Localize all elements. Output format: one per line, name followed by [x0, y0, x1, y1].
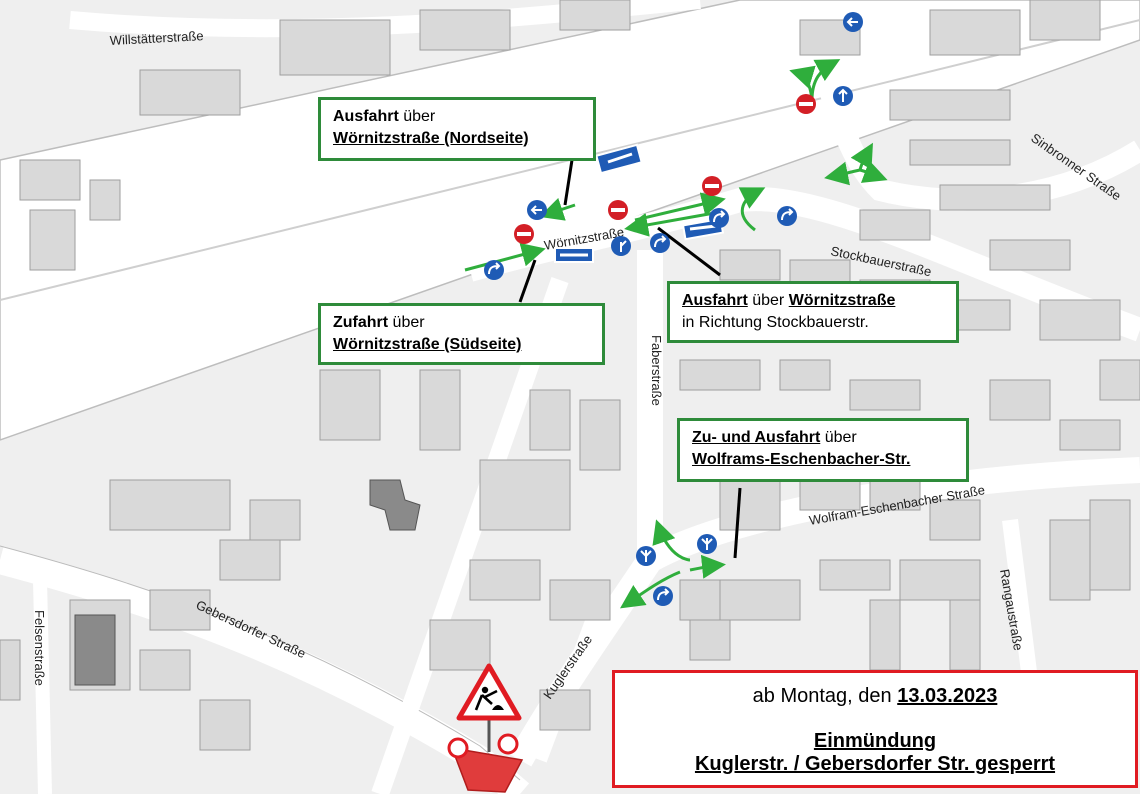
- callout-entry-south: Zufahrt über Wörnitzstraße (Südseite): [318, 303, 605, 365]
- road-kugler: [533, 597, 607, 763]
- mandatory-direction-sign-icon: [636, 546, 656, 566]
- road-gebersdorfer: [0, 546, 530, 794]
- mandatory-direction-sign-icon: [697, 534, 717, 554]
- mandatory-direction-sign-icon: [833, 86, 853, 106]
- notice-date-prefix: ab Montag, den: [752, 685, 898, 707]
- road-closure: [447, 663, 524, 793]
- one-way-sign-icon: [595, 143, 643, 175]
- mandatory-direction-sign-icon: [484, 260, 504, 280]
- callout-south-street: Wörnitzstraße (Südseite): [333, 336, 522, 353]
- road-footpath: [371, 277, 569, 794]
- callout-south-rest: über: [388, 314, 425, 331]
- mandatory-direction-sign-icon: [611, 236, 631, 256]
- no-entry-sign-icon: [608, 200, 628, 220]
- mandatory-direction-sign-icon: [527, 200, 547, 220]
- buildings: [0, 0, 1140, 751]
- road-gebersdorfer-edge: [0, 545, 521, 781]
- no-entry-sign-icon: [514, 224, 534, 244]
- label-felsen: Felsenstraße: [32, 610, 47, 686]
- no-entry-signs: [514, 94, 816, 244]
- closure-notice: ab Montag, den 13.03.2023 Einmündung Kug…: [612, 670, 1138, 788]
- one-way-signs: [554, 143, 725, 263]
- closure-area: [450, 747, 524, 793]
- callout-exit-north: Ausfahrt über Wörnitzstraße (Nordseite): [318, 97, 596, 161]
- mandatory-direction-sign-icon: [650, 233, 670, 253]
- callout-north-bold: Ausfahrt: [333, 108, 399, 125]
- mandatory-direction-sign-icon: [709, 208, 729, 228]
- route-arrows: [464, 59, 888, 609]
- callout-stockbauer-line2: in Richtung Stockbauerstr.: [682, 314, 869, 331]
- road-felsen: [33, 579, 52, 794]
- building-dark: [369, 479, 421, 531]
- direction-signs: [484, 12, 863, 606]
- one-way-sign-icon: [554, 247, 594, 263]
- notice-title: Einmündung: [813, 730, 937, 752]
- mandatory-direction-sign-icon: [843, 12, 863, 32]
- notice-detail: Kuglerstr. / Gebersdorfer Str. gesperrt: [694, 753, 1056, 775]
- roadwork-sign-icon: [456, 663, 522, 721]
- no-entry-sign-icon: [796, 94, 816, 114]
- label-faber: Faberstraße: [649, 335, 664, 406]
- callout-wolfram-street: Wolframs-Eschenbacher-Str.: [692, 451, 911, 468]
- callout-stockbauer-mid: über: [747, 292, 789, 309]
- mandatory-direction-sign-icon: [653, 586, 673, 606]
- callout-pointers: [518, 159, 742, 559]
- barrier-right: [497, 733, 519, 755]
- callout-north-rest: über: [398, 108, 436, 125]
- mandatory-direction-sign-icon: [777, 206, 797, 226]
- barrier-left: [447, 737, 469, 759]
- notice-date: 13.03.2023: [897, 685, 998, 707]
- road-rangau: [1002, 519, 1038, 681]
- callout-exit-stockbauer: Ausfahrt über Wörnitzstraße in Richtung …: [667, 281, 959, 343]
- callout-south-bold: Zufahrt: [333, 314, 389, 331]
- road-sinbronner: [809, 56, 1140, 211]
- callout-north-street: Wörnitzstraße (Nordseite): [333, 130, 529, 147]
- callout-wolfram: Zu- und Ausfahrt über Wolframs-Eschenbac…: [677, 418, 969, 482]
- callout-stockbauer-bold: Ausfahrt: [682, 292, 748, 309]
- callout-wolfram-rest: über: [820, 429, 857, 446]
- callout-wolfram-bold: Zu- und Ausfahrt: [692, 429, 821, 446]
- no-entry-sign-icon: [702, 176, 722, 196]
- callout-stockbauer-street: Wörnitzstraße: [788, 292, 896, 309]
- label-willstaetter: Willstätterstraße: [109, 28, 204, 48]
- building-dark-west: [74, 614, 116, 686]
